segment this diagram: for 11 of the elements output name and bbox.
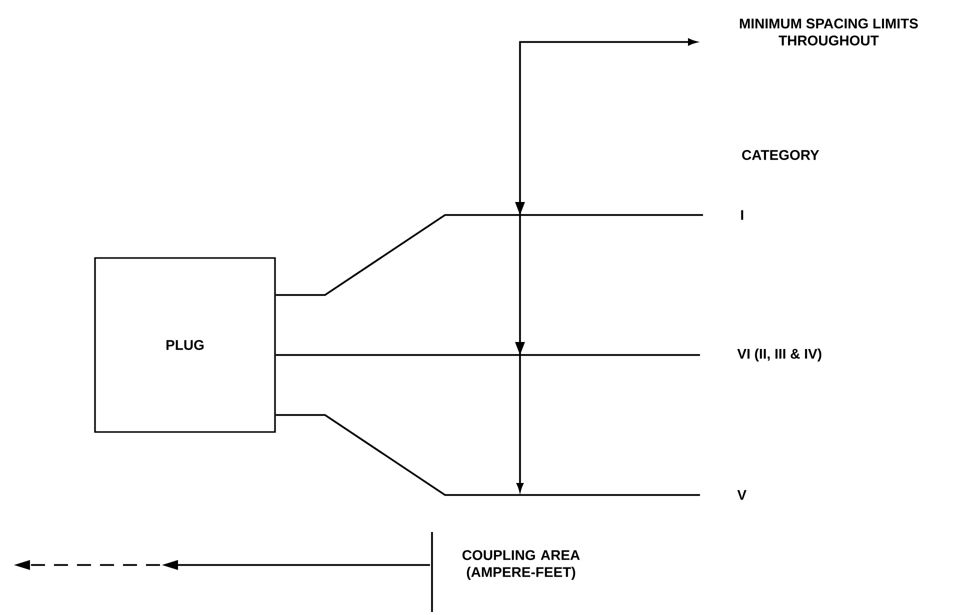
category-label: VI (II, III & IV) — [737, 348, 822, 362]
axis-label: COUPLING AREA (AMPERE-FEET) — [462, 550, 580, 580]
connector-line — [276, 414, 700, 496]
plug-box: PLUG — [94, 257, 276, 433]
connector-line — [276, 354, 700, 356]
heading-label: CATEGORY — [742, 150, 820, 160]
connector-line — [276, 214, 703, 296]
category-label: I — [741, 210, 744, 220]
callout-text: MINIMUM SPACING LIMITS THROUGHOUT — [740, 18, 918, 46]
arrow — [515, 38, 697, 492]
category-label: V — [737, 490, 746, 500]
